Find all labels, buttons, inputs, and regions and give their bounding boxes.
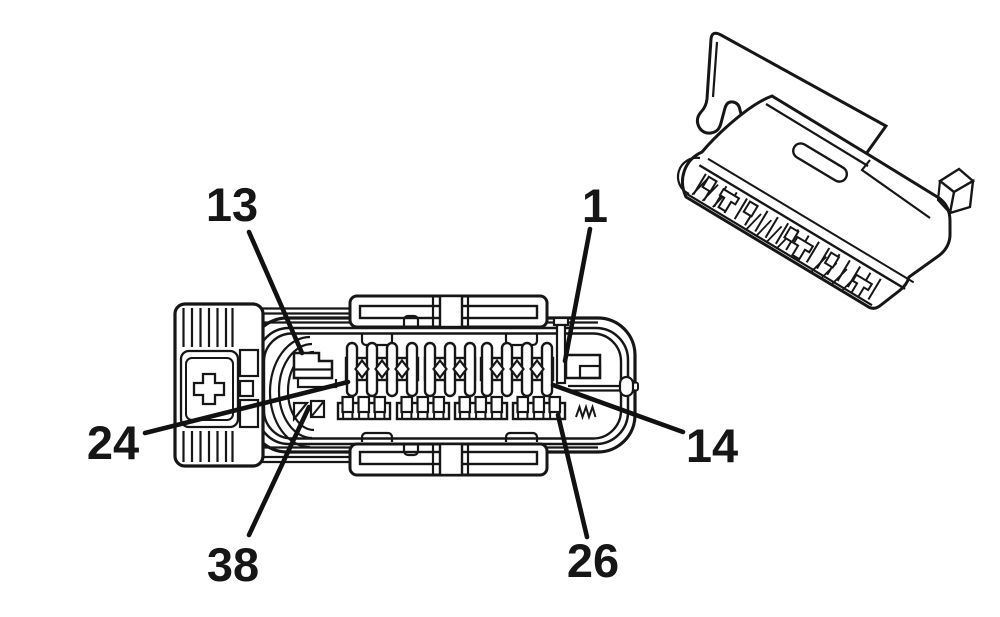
- index-pin: [568, 375, 639, 421]
- callout-label-38: 38: [207, 538, 259, 591]
- callout-label-1: 1: [582, 179, 608, 232]
- mating-face-terminals: [686, 142, 915, 307]
- perspective-view: [676, 31, 976, 310]
- leader-line-24: [142, 379, 351, 436]
- side-lock-tab: [936, 167, 976, 215]
- perspective-body: [676, 94, 952, 310]
- latch-tab-bottom: [348, 442, 549, 477]
- secondary-lock: [292, 399, 326, 423]
- callout-label-24: 24: [87, 416, 139, 469]
- callout-leader-lines: [142, 226, 686, 540]
- callout-labels: 13 1 24 14 38 26: [87, 178, 738, 591]
- front-view: [173, 294, 639, 477]
- callout-label-26: 26: [567, 534, 619, 587]
- callout-label-14: 14: [686, 419, 738, 472]
- latch-tab-top: [348, 294, 549, 329]
- leader-line-1: [562, 226, 593, 364]
- leader-line-26: [555, 412, 590, 540]
- terminal-row-top: [344, 341, 555, 398]
- leader-line-13: [246, 229, 305, 356]
- lock-assembly: [178, 347, 260, 431]
- callout-label-13: 13: [206, 178, 258, 231]
- leader-line-38: [246, 404, 312, 538]
- leader-line-14: [550, 382, 686, 435]
- latch-slot: [792, 142, 849, 183]
